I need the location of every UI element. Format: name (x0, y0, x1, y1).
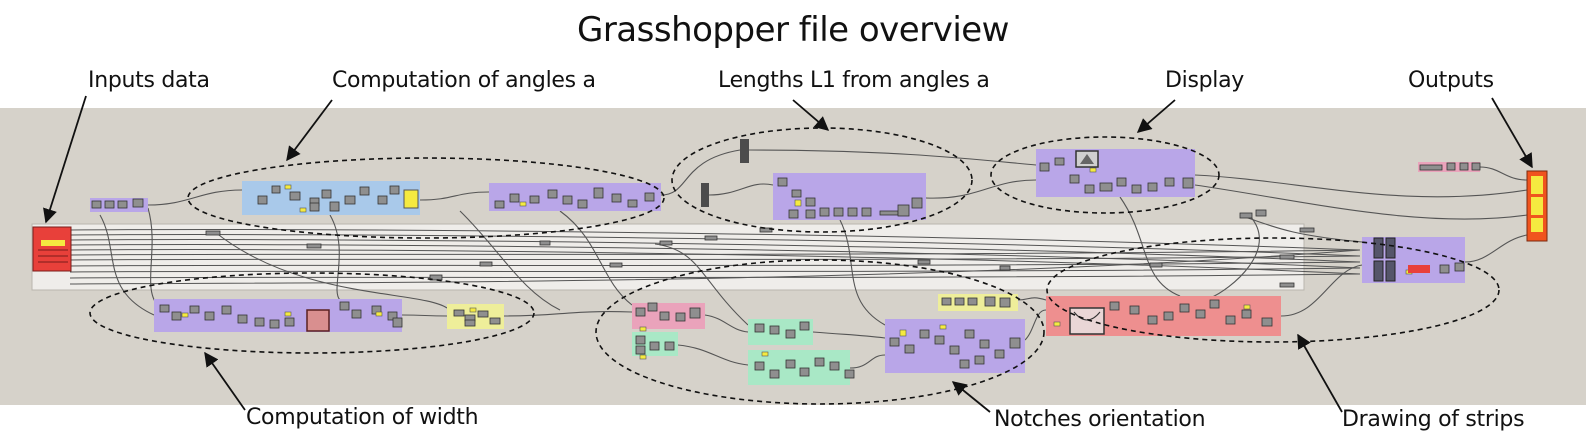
ellipse-notches (595, 259, 1045, 405)
arrow-outputs (1491, 97, 1533, 169)
ellipse-display (990, 136, 1220, 214)
yellow-panel-angles (403, 189, 419, 209)
group-display (1036, 149, 1195, 197)
arrow-width (204, 351, 246, 411)
special-panels (32, 139, 1548, 335)
label-lengths-from-angles: Lengths L1 from angles a (718, 68, 990, 93)
wire-bundle (69, 229, 1361, 285)
output-block-2 (1373, 260, 1384, 282)
output-block-4 (1385, 260, 1396, 282)
label-notches-orientation: Notches orientation (994, 407, 1206, 432)
output-value-3 (1531, 218, 1543, 232)
label-inputs-data: Inputs data (88, 68, 210, 93)
output-red-panel (1408, 265, 1430, 273)
label-outputs: Outputs (1408, 68, 1494, 93)
arrow-strips (1297, 333, 1343, 413)
label-drawing-of-strips: Drawing of strips (1342, 407, 1525, 432)
label-computation-of-angles: Computation of angles a (332, 68, 596, 93)
arrow-angles (286, 99, 333, 162)
slider-block-2 (701, 183, 709, 207)
arrow-lengths (792, 99, 830, 131)
components (91, 157, 1481, 379)
arrow-inputs (43, 95, 87, 224)
annotation-arrows (43, 95, 1533, 413)
input-panel (32, 226, 72, 272)
arrow-notches (951, 381, 991, 413)
wire-bundle-band (31, 223, 1305, 291)
preview-width (306, 309, 330, 332)
ellipse-width (89, 272, 535, 354)
preview-strip (1069, 307, 1105, 335)
label-display: Display (1165, 68, 1244, 93)
output-block-3 (1385, 237, 1396, 259)
connection-wires (99, 149, 1528, 369)
ellipse-angles (187, 157, 665, 239)
output-value-2 (1531, 197, 1543, 215)
output-value-1 (1531, 176, 1543, 194)
slider-block-1 (740, 139, 749, 163)
input-panel-value (41, 240, 65, 246)
label-computation-of-width: Computation of width (246, 405, 479, 430)
ellipse-strips (1046, 237, 1500, 343)
diagram-title: Grasshopper file overview (576, 10, 1010, 50)
arrow-display (1136, 99, 1176, 133)
output-block-1 (1373, 237, 1384, 259)
